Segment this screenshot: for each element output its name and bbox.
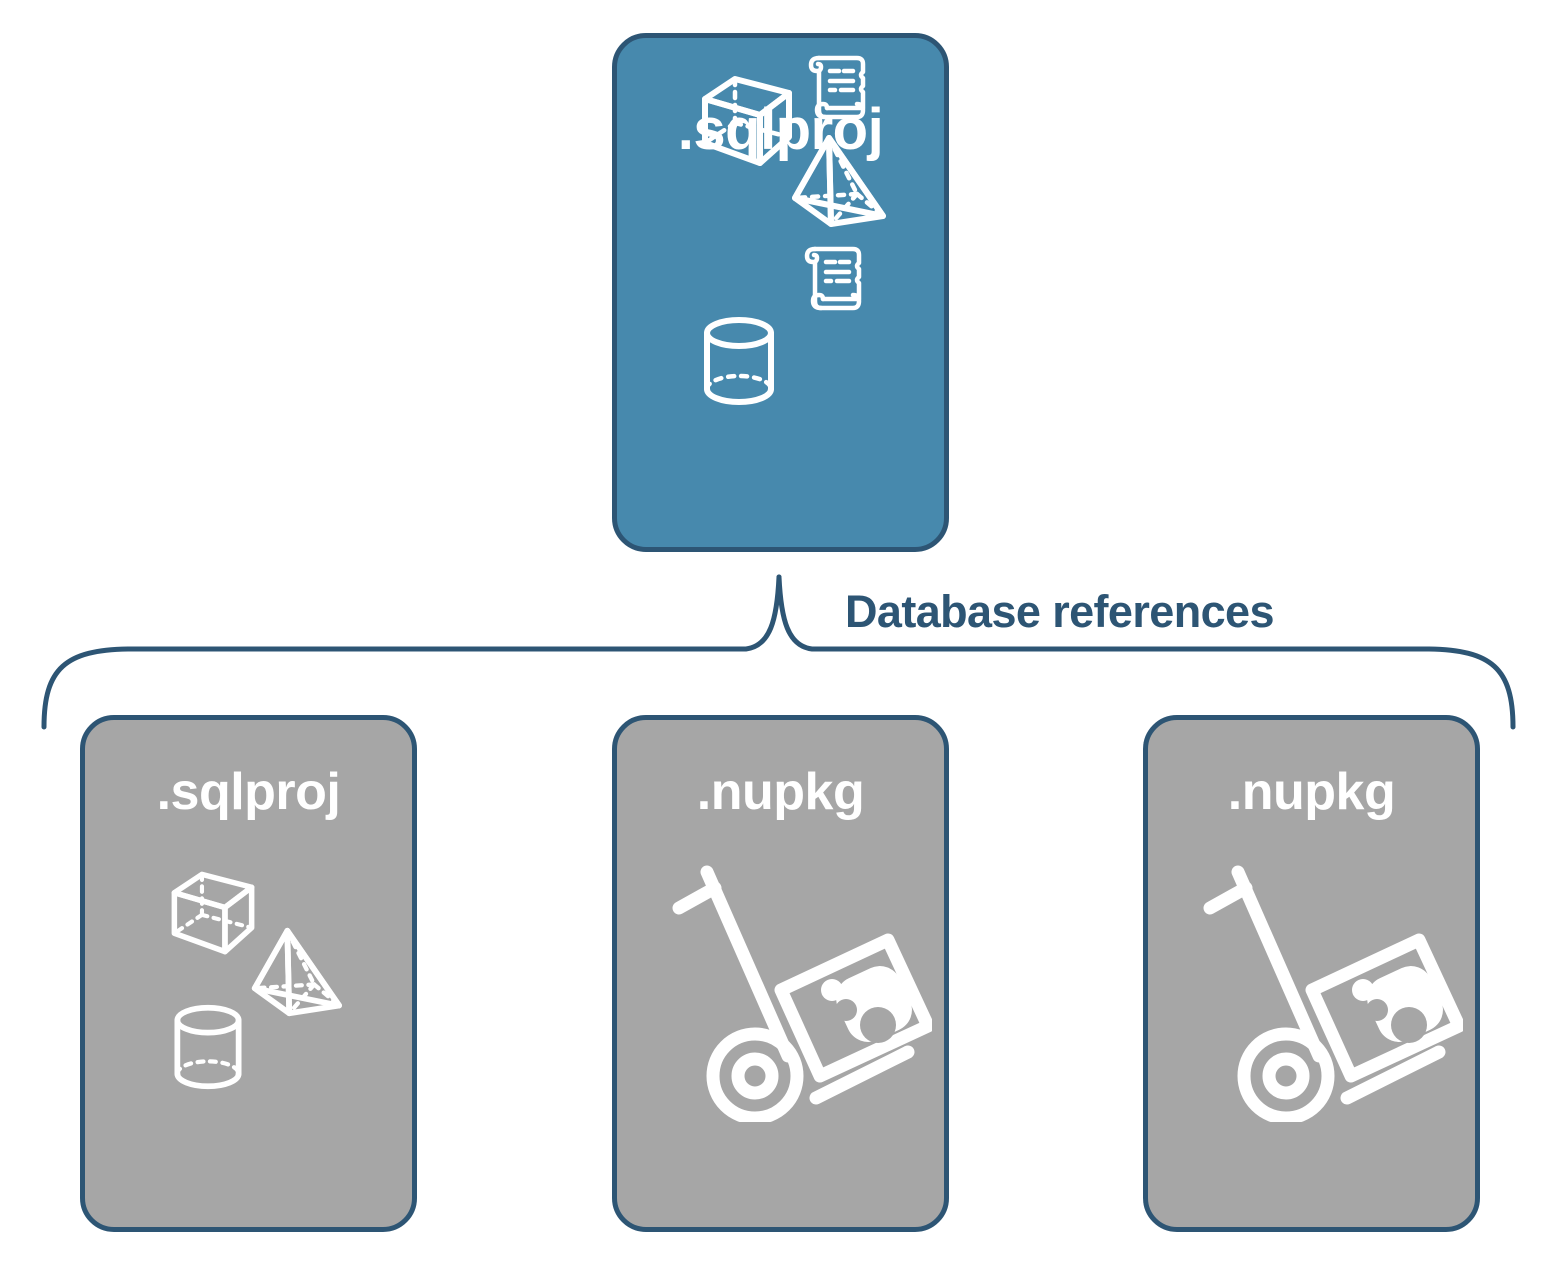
node-ref-sqlproj-label: .sqlproj xyxy=(156,763,341,821)
script-scroll-icon xyxy=(804,246,862,311)
pyramid-icon xyxy=(251,927,342,1017)
edge-label-database-references: Database references xyxy=(845,586,1274,637)
node-ref-sqlproj[interactable]: .sqlproj xyxy=(80,715,417,1232)
cube-icon xyxy=(171,871,255,955)
hand-truck-package-icon xyxy=(1203,865,1463,1122)
node-ref-nupkg-1-label: .nupkg xyxy=(696,763,865,821)
hand-truck-package-icon xyxy=(672,865,932,1122)
node-root-sqlproj-label: .sqlproj xyxy=(677,97,884,162)
cylinder-icon xyxy=(174,1004,242,1090)
node-ref-nupkg-2-label: .nupkg xyxy=(1227,763,1396,821)
node-root-sqlproj[interactable]: .sqlproj xyxy=(612,33,949,552)
node-ref-nupkg-1[interactable]: .nupkg xyxy=(612,715,949,1232)
cylinder-icon xyxy=(704,317,774,405)
node-ref-nupkg-2[interactable]: .nupkg xyxy=(1143,715,1480,1232)
